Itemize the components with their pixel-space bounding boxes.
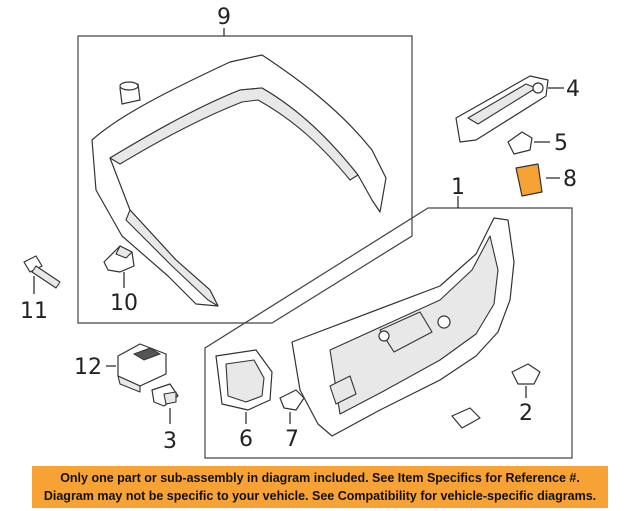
part-12-switch [117, 343, 167, 393]
part-2-clip [511, 363, 541, 385]
part-8-pad [515, 163, 543, 197]
callout-4: 4 [566, 77, 580, 102]
callout-12: 12 [74, 355, 102, 380]
callout-6: 6 [239, 427, 253, 452]
callout-5: 5 [554, 131, 568, 156]
part-1-trim-panel [291, 217, 515, 437]
part-9-window-garnish [91, 54, 387, 307]
callout-9: 9 [217, 5, 231, 30]
compatibility-notice: Only one part or sub-assembly in diagram… [32, 466, 608, 508]
part-6-cover [215, 349, 273, 411]
callout-7: 7 [285, 427, 299, 452]
panel-group-frame [204, 207, 573, 459]
callout-10: 10 [110, 291, 138, 316]
callout-1: 1 [451, 175, 465, 200]
callout-3: 3 [163, 429, 177, 454]
callout-2: 2 [519, 401, 533, 426]
part-10-clip [103, 245, 135, 273]
part-4-handle [455, 75, 549, 143]
part-3-bumper [151, 383, 179, 407]
part-7-clip [279, 389, 305, 411]
part-9-clip [119, 81, 141, 105]
part-11-bolt [23, 255, 61, 289]
notice-line-1: Only one part or sub-assembly in diagram… [60, 471, 580, 485]
panel-plug [451, 407, 481, 429]
callout-8: 8 [563, 167, 577, 192]
trim-group-frame [77, 35, 413, 324]
part-5-clip [507, 131, 533, 155]
callout-11: 11 [20, 299, 48, 324]
notice-line-2: Diagram may not be specific to your vehi… [43, 489, 597, 503]
